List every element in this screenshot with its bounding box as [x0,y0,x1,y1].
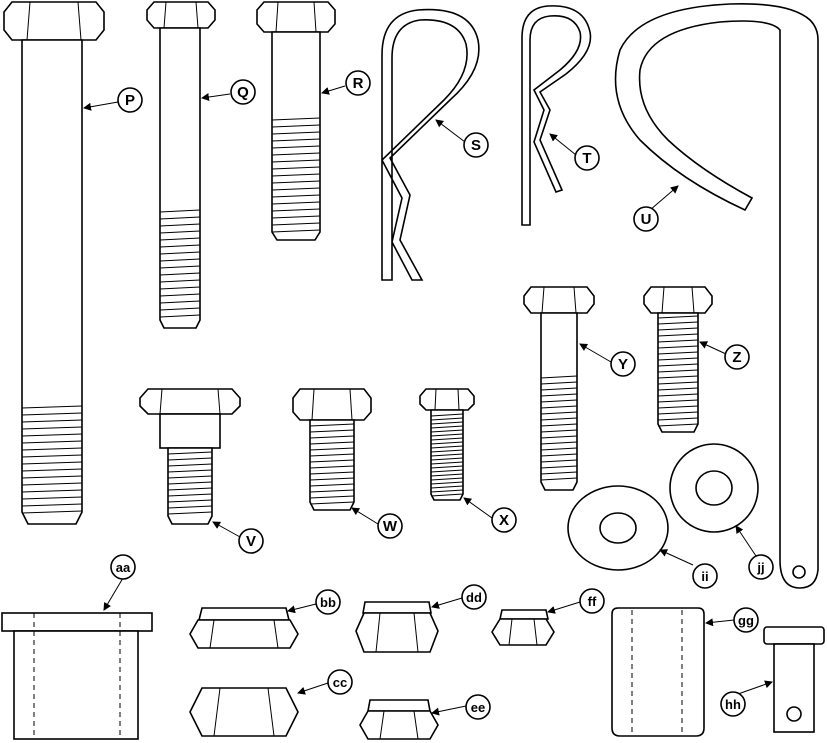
callout-ee: ee [465,694,491,720]
callout-y: Y [610,351,636,377]
bolt-w-threads [309,423,355,505]
callout-label-v: V [246,533,256,550]
callout-label-u: U [641,211,652,228]
callout-aa: aa [110,554,136,580]
bolt-x [419,388,475,501]
callout-dd: dd [461,584,487,610]
bolt-y-threads [540,375,578,481]
clevis-pin-hh [763,626,825,733]
callout-p: P [117,87,143,113]
callout-label-y: Y [618,356,628,373]
bolt-r [256,1,336,241]
bolt-w [292,388,372,511]
callout-cc: cc [327,669,353,695]
washer-jj [669,443,759,533]
lock-nut-bb [189,607,299,649]
bolt-v-threads [167,451,213,515]
callout-label-x: X [499,512,509,529]
callout-x: X [491,507,517,533]
bolt-p [3,1,105,525]
callout-label-z: Z [732,349,741,366]
callout-bb: bb [315,589,341,615]
callout-label-bb: bb [320,595,336,610]
callout-label-ff: ff [588,594,597,609]
callout-label-ii: ii [701,569,708,584]
callout-gg: gg [733,607,759,633]
callout-label-jj: jj [756,560,764,575]
callout-label-dd: dd [466,590,482,605]
washer-ii [567,485,669,571]
callout-label-w: W [383,518,398,535]
callout-jj: jj [748,554,774,580]
callout-label-hh: hh [725,697,741,712]
bolt-x-threads [430,413,464,497]
callout-label-gg: gg [738,613,754,628]
nut-cc [189,687,299,737]
hair-pin-s [381,8,480,281]
callouts: P Q R S T U V W X Y Z aa bb cc dd ee ff … [110,70,774,720]
lock-nut-ff [491,609,555,646]
bolt-y [523,286,595,491]
callout-label-r: R [353,75,364,92]
bolt-v [139,388,241,525]
callout-ii: ii [692,563,718,589]
callout-hh: hh [720,691,746,717]
callout-ff: ff [579,588,605,614]
callout-q: Q [230,79,256,105]
lock-nut-dd [355,601,439,653]
lock-nut-ee [359,699,439,740]
callout-r: R [345,70,371,96]
bushing-gg [611,607,705,737]
bolt-z [643,286,713,433]
bolt-q-threads [159,209,201,318]
callout-label-s: S [471,137,481,154]
callout-s: S [463,132,489,158]
hook-u [614,3,819,589]
callout-label-ee: ee [471,700,485,715]
callout-label-aa: aa [116,560,131,575]
callout-z: Z [724,344,750,370]
callout-u: U [633,206,659,232]
bolt-q [146,1,216,329]
callout-label-p: P [125,92,135,109]
bolt-z-threads [657,315,699,427]
callout-label-q: Q [237,84,249,101]
callout-label-t: T [582,150,591,167]
leader-lines [83,85,773,716]
bolt-r-threads [271,117,321,233]
callout-t: T [574,145,600,171]
callout-label-cc: cc [333,675,347,690]
bolt-p-threads [21,405,83,514]
bushing-aa [1,612,153,740]
callout-v: V [238,528,264,554]
callout-w: W [377,513,403,539]
hair-pin-t [521,5,592,226]
